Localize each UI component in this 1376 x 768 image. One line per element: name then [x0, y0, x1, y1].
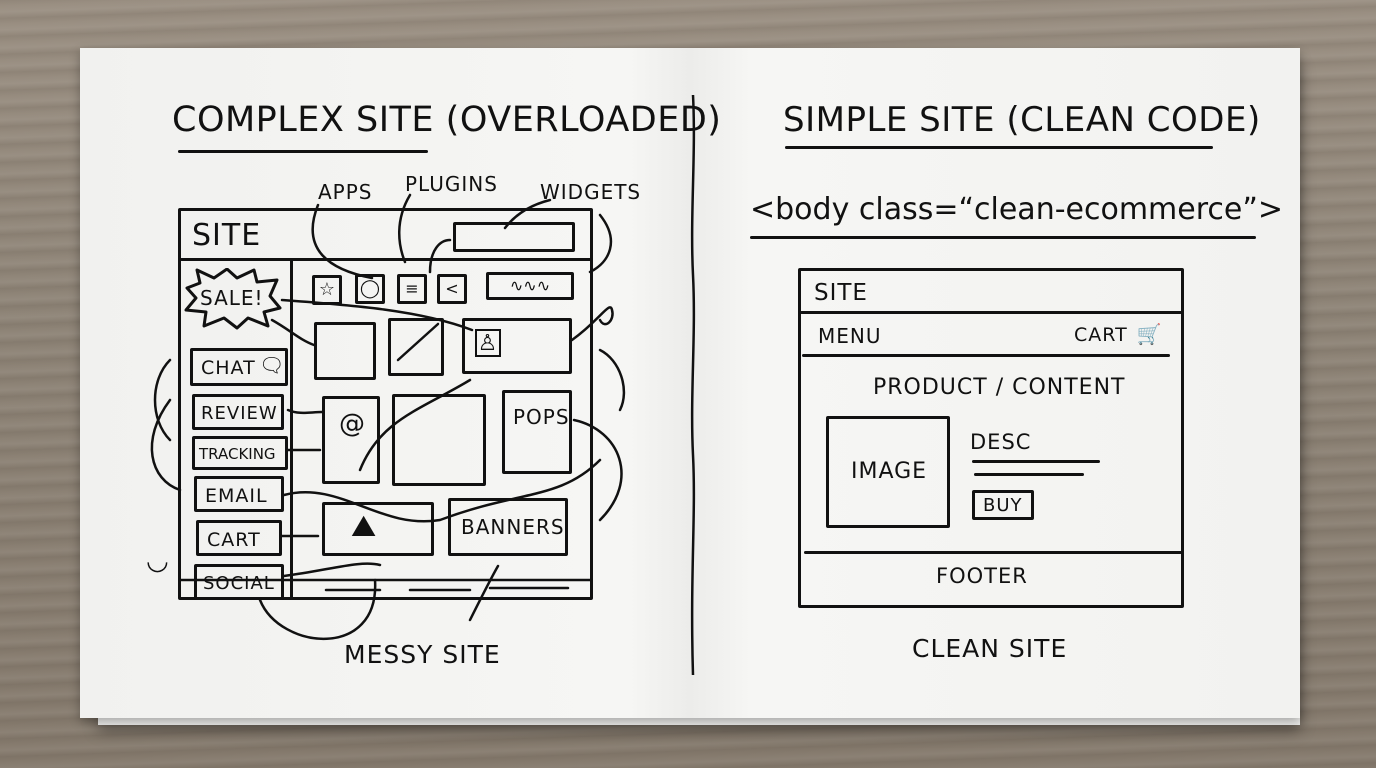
desc-label: DESC — [970, 430, 1032, 454]
image-label: IMAGE — [851, 459, 928, 484]
cart-link[interactable]: CART 🛒 — [1074, 322, 1163, 346]
mountain-image-icon: ⛰ — [351, 509, 378, 544]
signature-field[interactable]: ∿∿∿ — [486, 272, 574, 300]
smiley-icon: ◡ — [146, 546, 170, 576]
menu-link[interactable]: MENU — [818, 324, 882, 348]
clean-header-divider — [800, 311, 1182, 314]
callout-plugins: PLUGINS — [405, 172, 498, 196]
resize-widget-block[interactable] — [388, 318, 444, 376]
buy-button[interactable]: BUY — [972, 490, 1034, 520]
layout-widget-block[interactable] — [314, 322, 376, 380]
sidebar-item-cart[interactable]: CART — [196, 520, 282, 556]
content-heading: PRODUCT / CONTENT — [873, 375, 1126, 400]
right-title-underline — [785, 146, 1213, 149]
callout-widgets: WIDGETS — [540, 180, 642, 204]
footer-divider — [804, 551, 1182, 554]
clean-nav-divider — [802, 354, 1170, 357]
sidebar-item-label: TRACKING — [199, 445, 276, 463]
sidebar-item-label: CART — [207, 529, 261, 551]
sale-badge[interactable]: SALE! — [182, 267, 282, 330]
desc-line-2 — [974, 473, 1084, 476]
speech-bubble-icon[interactable]: ◯ — [355, 274, 385, 304]
chat-bubble-icon: 🗨 — [259, 353, 286, 377]
sidebar-item-tracking[interactable]: TRACKING — [192, 436, 288, 470]
left-title-underline — [178, 150, 428, 153]
translate-icon[interactable]: ≡ — [397, 274, 427, 304]
buy-label: BUY — [983, 495, 1023, 516]
sale-badge-label: SALE! — [200, 286, 264, 310]
left-caption: MESSY SITE — [344, 640, 501, 669]
article-widget-block[interactable] — [392, 394, 486, 486]
right-title: SIMPLE SITE (CLEAN CODE) — [783, 100, 1261, 140]
left-title: COMPLEX SITE (OVERLOADED) — [172, 100, 722, 140]
pops-label: POPS — [513, 405, 570, 429]
desc-line-1 — [972, 460, 1100, 463]
messy-header-divider — [180, 258, 592, 261]
image-placeholder-block[interactable]: ⛰ — [322, 502, 434, 556]
cart-label: CART — [1074, 324, 1128, 346]
product-image[interactable]: IMAGE — [826, 416, 950, 528]
messy-sidebar-divider — [290, 260, 293, 600]
spiral-icon: @ — [339, 409, 366, 439]
right-caption: CLEAN SITE — [912, 634, 1068, 663]
clean-site-frame — [798, 268, 1184, 608]
messy-site-label: SITE — [192, 218, 262, 253]
sidebar-item-label: EMAIL — [205, 485, 268, 507]
messy-site-frame — [178, 208, 593, 600]
clean-site-label: SITE — [814, 280, 868, 306]
profile-widget-block[interactable]: ♙ — [462, 318, 572, 374]
user-avatar-icon: ♙ — [475, 329, 501, 357]
widget-strip[interactable] — [453, 222, 575, 252]
wavy-divider — [690, 95, 696, 675]
sidebar-item-label: REVIEW — [201, 403, 278, 424]
banners-label: BANNERS — [461, 515, 565, 539]
pops-block[interactable]: POPS — [502, 390, 572, 474]
footer-label: FOOTER — [936, 564, 1028, 588]
sidebar-item-email[interactable]: EMAIL — [194, 476, 284, 512]
sidebar-item-social[interactable]: SOCIAL — [194, 564, 284, 600]
callout-apps: APPS — [318, 180, 373, 204]
sidebar-item-label: CHAT — [201, 357, 256, 379]
code-line-underline — [750, 236, 1256, 239]
sidebar-item-review[interactable]: REVIEW — [192, 394, 284, 430]
code-line: <body class=“clean-ecommerce”> — [750, 192, 1284, 227]
shopping-cart-icon: 🛒 — [1136, 322, 1163, 346]
sidebar-item-chat[interactable]: CHAT 🗨 — [190, 348, 288, 386]
share-icon[interactable]: < — [437, 274, 467, 304]
sidebar-item-label: SOCIAL — [203, 573, 275, 594]
starburst-icon — [184, 267, 282, 330]
